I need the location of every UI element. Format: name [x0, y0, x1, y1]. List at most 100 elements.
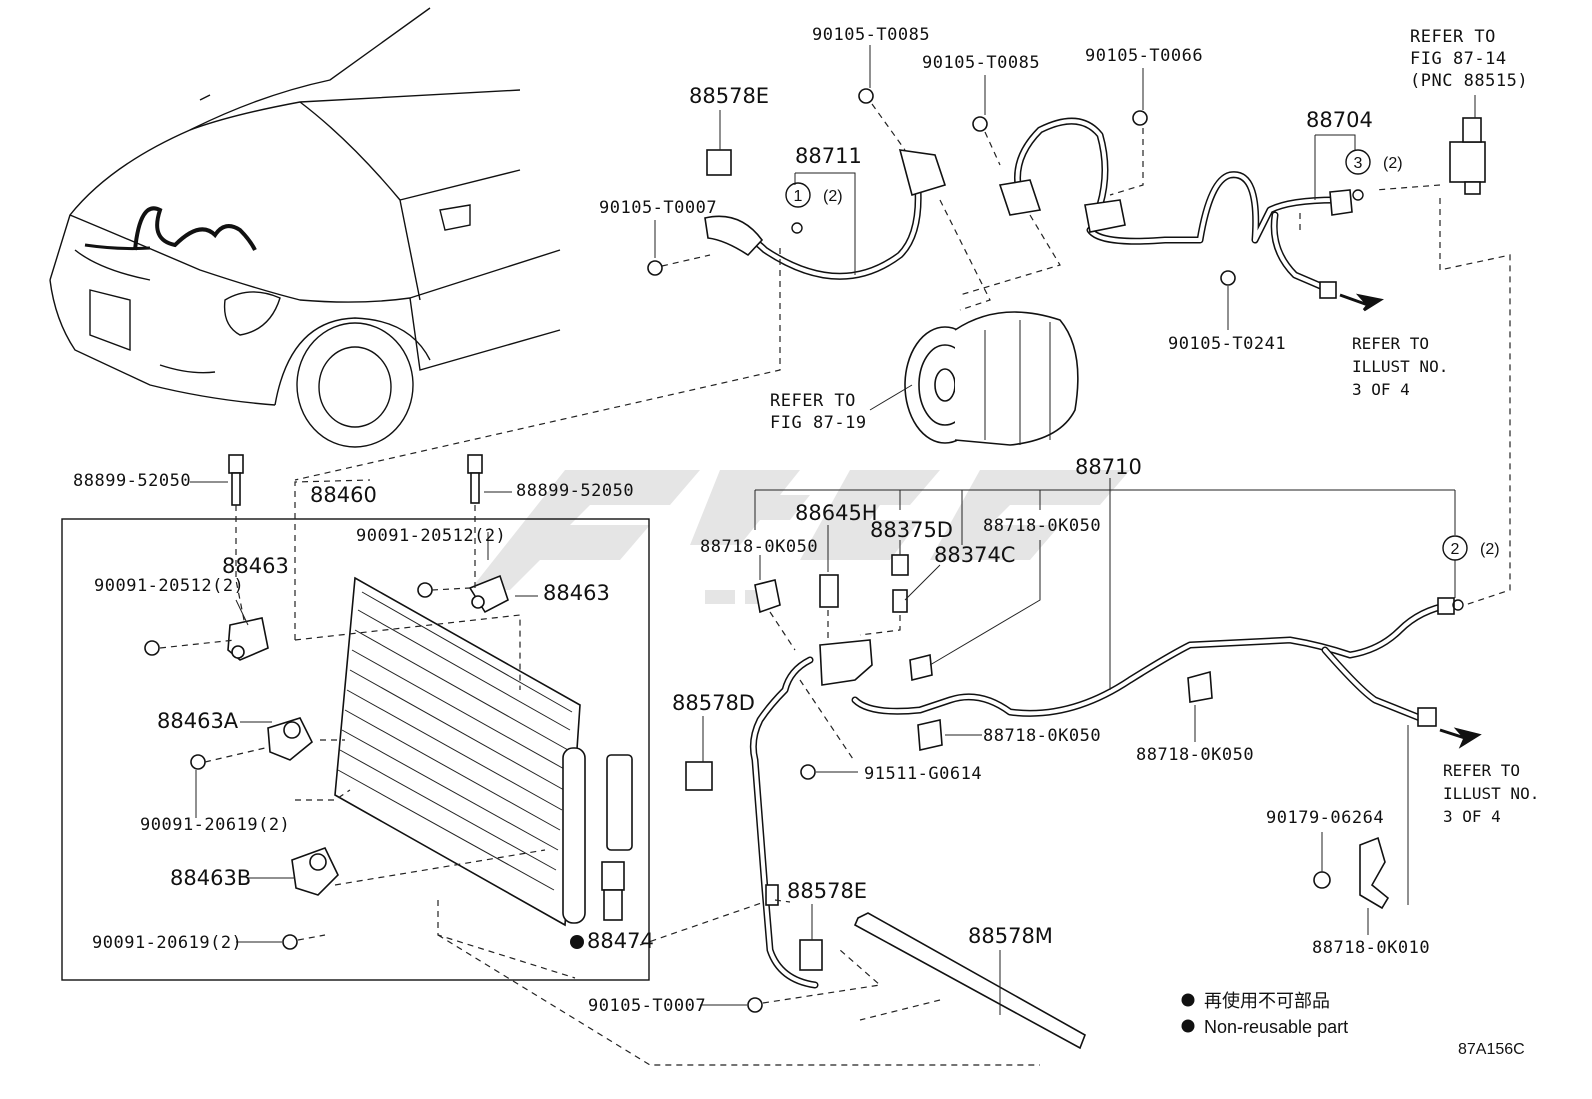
label-88578E-top: 88578E — [689, 84, 769, 108]
note-illust-bottom-line3: 3 OF 4 — [1443, 807, 1501, 826]
label-90105-T0007-top: 90105-T0007 — [599, 198, 717, 218]
label-88718-0K050-c: 88718-0K050 — [983, 726, 1101, 746]
bolt-90179-06264 — [1313, 871, 1331, 889]
bolt-90091-20512-right — [417, 582, 433, 598]
label-88374C: 88374C — [934, 543, 1015, 567]
label-88578E-bottom: 88578E — [787, 879, 867, 903]
bracket-88463A — [267, 717, 314, 761]
clip-88718-d — [1187, 670, 1213, 703]
bolt-91511-G0614 — [800, 764, 816, 780]
label-88375D: 88375D — [870, 518, 953, 542]
label-91511-G0614: 91511-G0614 — [864, 764, 982, 784]
callout-1-qty: (2) — [823, 188, 843, 205]
bolt-90091-20619-lower — [282, 934, 298, 950]
suction-hose-88704 — [998, 117, 1353, 299]
note-illust-top-line3: 3 OF 4 — [1352, 380, 1410, 399]
label-90105-T0066: 90105-T0066 — [1085, 46, 1203, 66]
pad-88578E-bottom — [799, 939, 823, 971]
desiccant-88474 — [601, 861, 625, 921]
bolt-88899-left — [228, 454, 244, 506]
label-88710: 88710 — [1075, 455, 1142, 479]
bolt-90105-T0007-bottom — [747, 997, 763, 1013]
arrow-refer-bottom — [1439, 727, 1482, 749]
watermark-logo — [470, 470, 1130, 604]
condenser-core — [334, 576, 633, 927]
bolt-90091-20619-upper — [190, 754, 206, 770]
label-88718-0K050-b: 88718-0K050 — [983, 516, 1101, 536]
switch-88645H — [819, 574, 839, 608]
label-88711: 88711 — [795, 144, 862, 168]
bracket-88463-left — [227, 617, 269, 661]
label-90091-20619-b: 90091-20619(2) — [92, 933, 242, 953]
callout-3-qty: (2) — [1383, 155, 1403, 172]
label-88578M: 88578M — [968, 924, 1053, 948]
condenser-group-box — [61, 518, 650, 981]
callout-2-qty: (2) — [1480, 541, 1500, 558]
bolt-90091-20512-left — [144, 640, 160, 656]
bolt-88899-right — [467, 454, 483, 504]
bolt-90105-T0066 — [1132, 110, 1148, 126]
pad-88578D — [685, 761, 713, 791]
label-88578D: 88578D — [672, 691, 755, 715]
diagram-code: 87A156C — [1458, 1041, 1525, 1058]
label-88718-0K010: 88718-0K010 — [1312, 938, 1430, 958]
bolt-90105-T0085-a — [858, 88, 874, 104]
pad-88578E-top — [706, 149, 732, 176]
liquid-tube-88710 — [749, 597, 1455, 989]
clip-88718-a — [754, 579, 781, 614]
note-fig-87-14-line2: FIG 87-14 — [1410, 49, 1507, 69]
label-88474: 88474 — [587, 929, 654, 953]
note-illust-bottom-line2: ILLUST NO. — [1443, 784, 1539, 803]
label-88718-0K050-a: 88718-0K050 — [700, 537, 818, 557]
bracket-88463-right — [468, 574, 509, 614]
legend-dot-en — [1181, 1019, 1195, 1033]
label-88645H: 88645H — [795, 501, 878, 525]
label-88463-a: 88463 — [222, 554, 289, 578]
legend-text-en: Non-reusable part — [1204, 1017, 1348, 1037]
seal-88578M — [853, 912, 1086, 1050]
arrow-refer-top — [1339, 293, 1384, 312]
bracket-88463B — [291, 847, 339, 896]
clip-88718-c — [917, 719, 943, 751]
label-88899-52050-a: 88899-52050 — [73, 471, 191, 491]
callout-3-num: 3 — [1354, 155, 1363, 172]
clip-88718-b — [909, 653, 933, 682]
label-88899-52050-b: 88899-52050 — [516, 481, 634, 501]
legend-dot-jp — [1181, 993, 1195, 1007]
label-90091-20512-a: 90091-20512(2) — [94, 576, 244, 596]
label-90091-20619-a: 90091-20619(2) — [140, 815, 290, 835]
label-88704: 88704 — [1306, 108, 1373, 132]
bolt-90105-T0007-top — [647, 260, 663, 276]
valve-88374C — [892, 589, 908, 613]
compressor — [904, 311, 1079, 446]
non-reusable-dot — [570, 935, 584, 949]
vehicle-illustration — [49, 7, 561, 448]
bracket-88718-0K010 — [1359, 836, 1390, 910]
callout-2: 2 (2) — [1442, 535, 1500, 611]
label-90105-T0085-a: 90105-T0085 — [812, 25, 930, 45]
callout-1-num: 1 — [794, 188, 803, 205]
label-90105-T0241: 90105-T0241 — [1168, 334, 1286, 354]
label-88460: 88460 — [310, 483, 377, 507]
note-fig-87-14-line3: (PNC 88515) — [1410, 71, 1528, 91]
note-fig-87-19-line2: FIG 87-19 — [770, 413, 867, 433]
legend: 再使用不可部品 Non-reusable part — [1181, 991, 1348, 1037]
note-illust-bottom-line1: REFER TO — [1443, 761, 1520, 780]
discharge-hose-88711 — [704, 149, 947, 280]
label-90091-20512-b: 90091-20512(2) — [356, 526, 506, 546]
label-90105-T0085-b: 90105-T0085 — [922, 53, 1040, 73]
note-fig-87-19-line1: REFER TO — [770, 391, 856, 411]
label-90105-T0007-bottom: 90105-T0007 — [588, 996, 706, 1016]
expansion-valve — [1449, 117, 1486, 195]
label-90179-06264: 90179-06264 — [1266, 808, 1384, 828]
label-88463-b: 88463 — [543, 581, 610, 605]
bolt-90105-T0085-b — [972, 116, 988, 132]
note-fig-87-14-line1: REFER TO — [1410, 27, 1496, 47]
valve-88375D — [891, 554, 909, 576]
callout-3: 3 (2) — [1345, 149, 1403, 201]
callout-2-num: 2 — [1451, 541, 1460, 558]
label-88463B: 88463B — [170, 866, 251, 890]
note-illust-top-line1: REFER TO — [1352, 334, 1429, 353]
callout-1: 1 (2) — [785, 182, 843, 234]
